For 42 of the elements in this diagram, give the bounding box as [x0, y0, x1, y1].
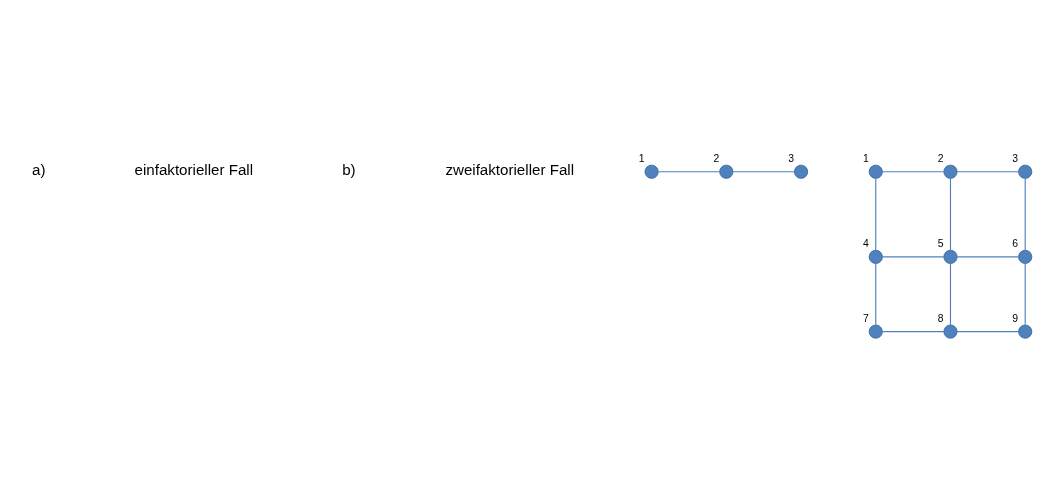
node-label: 1 — [638, 152, 645, 164]
node-label: 9 — [1012, 312, 1019, 324]
connector — [875, 262, 877, 325]
connector — [1024, 262, 1026, 325]
node-circle — [868, 249, 883, 264]
connector — [875, 177, 877, 250]
node-circle — [943, 249, 958, 264]
node-circle — [793, 164, 809, 179]
node-label: 7 — [862, 312, 869, 324]
connector — [881, 170, 945, 172]
node-circle — [868, 164, 883, 179]
node-circle — [868, 324, 883, 339]
connector — [956, 170, 1020, 172]
connector — [956, 330, 1020, 332]
label: einfaktorieller Fall — [134, 160, 254, 178]
node-label: 3 — [788, 152, 794, 164]
node-label: 2 — [937, 152, 944, 164]
node-label: 2 — [713, 152, 720, 164]
label: zweifaktorieller Fall — [445, 160, 575, 178]
node-circle — [943, 164, 958, 179]
node-label: 4 — [862, 237, 869, 249]
connector — [657, 170, 721, 172]
node-label: 3 — [1012, 152, 1019, 164]
connector — [881, 255, 945, 257]
connector — [1024, 177, 1026, 250]
node-circle — [1018, 164, 1033, 179]
node-label: 1 — [862, 152, 869, 164]
connector — [732, 170, 795, 172]
node-circle — [1018, 324, 1033, 339]
label: b) — [342, 160, 356, 178]
connector — [956, 255, 1020, 257]
connector — [881, 330, 945, 332]
node-label: 6 — [1012, 237, 1019, 249]
label: a) — [31, 160, 46, 178]
node-circle — [943, 324, 958, 339]
connector — [949, 177, 952, 250]
connector — [949, 262, 952, 325]
node-label: 5 — [937, 237, 944, 249]
node-label: 8 — [937, 312, 944, 324]
node-circle — [1018, 249, 1033, 264]
node-circle — [719, 164, 734, 179]
node-circle — [644, 164, 659, 179]
